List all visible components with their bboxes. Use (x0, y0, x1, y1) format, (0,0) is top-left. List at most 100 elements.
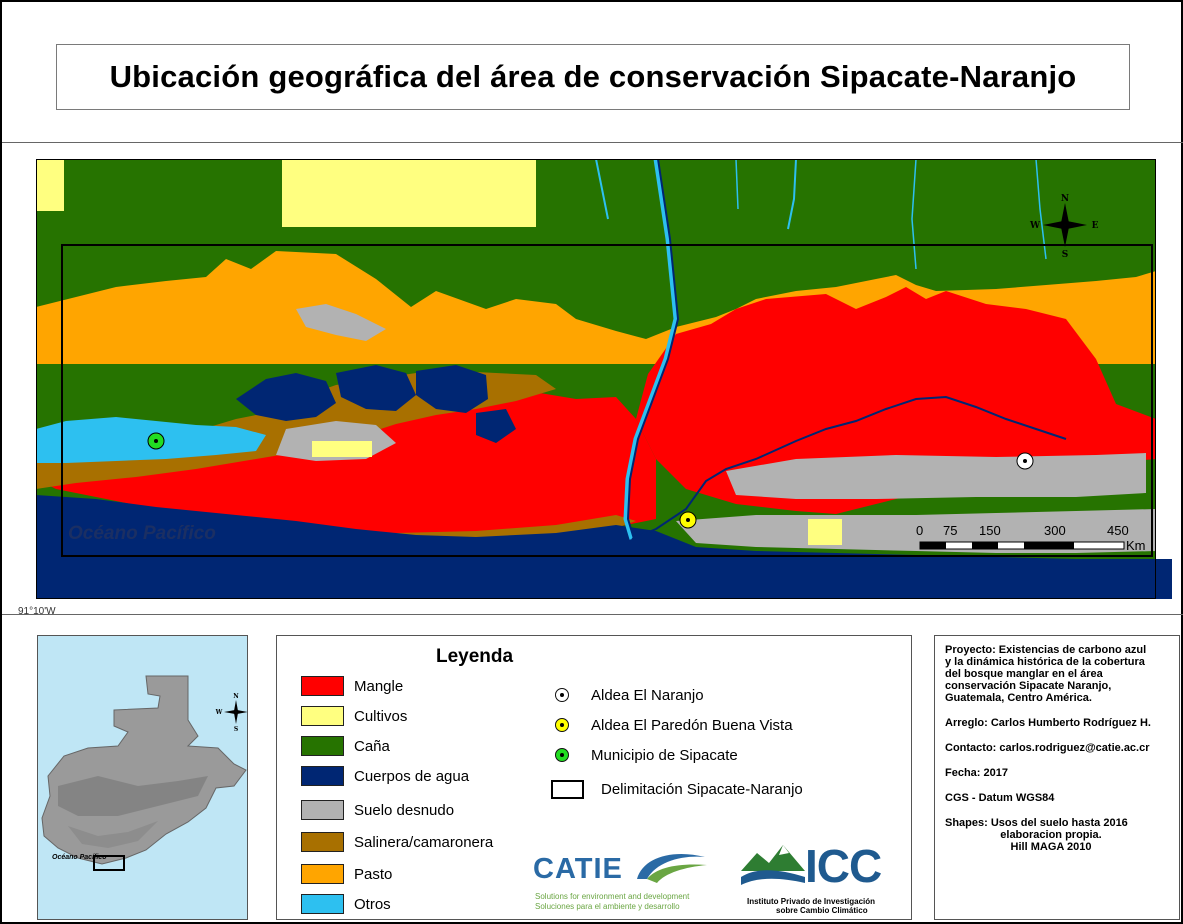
legend-label-paredon: Aldea El Paredón Buena Vista (591, 716, 793, 734)
agua-lagoon-4 (476, 409, 516, 443)
icc-tagline-1: Instituto Privado de Investigación (747, 897, 876, 906)
tributary-4 (911, 159, 917, 270)
legend-class-cultivos: Cultivos (301, 706, 407, 726)
boundary-sipacate-naranjo (61, 244, 1153, 557)
map-frame-bottom (2, 614, 1183, 615)
point-naranjo (1016, 452, 1034, 470)
point-paredon (679, 511, 697, 529)
inset-arrow-w: W (215, 709, 223, 716)
info-shapes-2: elaboracion propia. (1000, 829, 1102, 841)
scale-tick-0: 0 (916, 523, 924, 538)
agua-lagoon-1 (236, 373, 336, 421)
legend-title: Leyenda (436, 646, 514, 667)
tributary-3 (735, 159, 739, 210)
scale-tick-300: 300 (1044, 523, 1066, 538)
legend-label-naranjo: Aldea El Naranjo (591, 686, 704, 704)
catie-tagline-es: Soluciones para el ambiente y desarrollo (535, 902, 680, 911)
legend-class-salinera: Salinera/camaronera (301, 832, 493, 852)
legend-label-otros: Otros (354, 895, 391, 913)
info-project-5: Guatemala, Centro América. (945, 692, 1092, 704)
swatch-cana (301, 736, 344, 756)
swatch-mangle (301, 676, 344, 696)
inset-ocean-label: Océano Pacífico (52, 854, 107, 861)
catie-logo: CATIE Solutions for environment and deve… (529, 849, 714, 911)
scale-tick-150: 150 (979, 523, 1001, 538)
legend-point-paredon: Aldea El Paredón Buena Vista (555, 715, 793, 735)
map-neatline (36, 159, 1156, 599)
legend-label-pasto: Pasto (354, 865, 393, 883)
legend-boundary: Delimitación Sipacate-Naranjo (551, 779, 803, 799)
swatch-agua (301, 766, 344, 786)
map-title: Ubicación geográfica del área de conserv… (109, 59, 1077, 94)
point-paredon-icon (555, 718, 569, 732)
inset-map: N S W E Océano Pacífico (37, 635, 248, 920)
salinera-coast (36, 499, 636, 547)
map-edge-blank (1156, 159, 1172, 599)
river-meander (631, 395, 1067, 540)
legend-label-agua: Cuerpos de agua (354, 767, 470, 785)
legend-class-pasto: Pasto (301, 864, 392, 884)
point-sipacate (147, 432, 165, 450)
inset-study-area (93, 855, 125, 871)
legend-point-sipacate: Municipio de Sipacate (555, 745, 738, 765)
map-frame-top (2, 142, 1183, 143)
legend-class-suelo: Suelo desnudo (301, 800, 454, 820)
river-main-core (626, 159, 680, 540)
info-box: Proyecto: Existencias de carbono azul y … (934, 635, 1180, 920)
tributary-2 (787, 159, 797, 230)
relief-coast (68, 821, 158, 848)
info-project-3: del bosque manglar en el área (945, 668, 1103, 680)
land-cover-map: N S W E (36, 159, 1172, 599)
cultivos-area-4 (808, 519, 842, 545)
swatch-suelo (301, 800, 344, 820)
catie-logo-text: CATIE (533, 853, 623, 885)
guatemala-shape (41, 675, 247, 865)
info-contacto: Contacto: carlos.rodriguez@catie.ac.cr (945, 742, 1150, 754)
agua-lagoon-2 (336, 365, 416, 411)
legend-class-otros: Otros (301, 894, 391, 914)
point-sipacate-icon (555, 748, 569, 762)
legend-label-sipacate: Municipio de Sipacate (591, 746, 738, 764)
point-naranjo-icon (555, 688, 569, 702)
suelo-area-2 (726, 453, 1146, 499)
tributary-1 (595, 159, 609, 220)
info-cgs: CGS - Datum WGS84 (945, 792, 1055, 804)
legend-class-agua: Cuerpos de agua (301, 766, 469, 786)
catie-tagline-en: Solutions for environment and developmen… (535, 892, 690, 901)
legend-class-cana: Caña (301, 736, 390, 756)
info-shapes-3: Hill MAGA 2010 (1010, 841, 1092, 853)
swatch-pasto (301, 864, 344, 884)
info-fecha: Fecha: 2017 (945, 767, 1008, 779)
info-project-2: y la dinámica histórica de la cobertura (945, 656, 1145, 668)
tributary-5 (1035, 159, 1047, 260)
info-project-1: Proyecto: Existencias de carbono azul (945, 644, 1147, 656)
cultivos-area-3 (312, 441, 372, 457)
icc-logo: ICC Instituto Privado de Investigación s… (739, 833, 911, 915)
legend-label-boundary: Delimitación Sipacate-Naranjo (601, 780, 803, 798)
info-shapes-1: Shapes: Usos del suelo hasta 2016 (945, 817, 1128, 829)
inset-arrow-n: N (233, 693, 239, 700)
agua-lagoon-3 (416, 365, 488, 413)
ocean-label: Océano Pacífico (68, 523, 216, 544)
icc-tagline-2: sobre Cambio Climático (776, 906, 868, 915)
legend-point-naranjo: Aldea El Naranjo (555, 685, 704, 705)
legend-label-cultivos: Cultivos (354, 707, 408, 725)
boundary-swatch (551, 779, 584, 799)
swatch-otros (301, 894, 344, 914)
info-project-4: conservación Sipacate Naranjo, (945, 680, 1112, 692)
scale-tick-450: 450 (1107, 523, 1129, 538)
main-map: N S W E (36, 159, 1172, 599)
guatemala-relief: N S W E (41, 675, 247, 871)
north-arrow-e: E (1092, 221, 1099, 231)
relief-highlands (58, 776, 208, 816)
inset-north-arrow-icon: N S W E (215, 693, 247, 733)
cultivos-area-2 (282, 159, 536, 227)
legend: Leyenda Mangle Cultivos Caña Cuerpos de … (276, 635, 912, 920)
legend-label-cana: Caña (354, 737, 390, 755)
title-box: Ubicación geográfica del área de conserv… (56, 44, 1130, 110)
icc-logo-text: ICC (805, 840, 882, 892)
river-main (623, 159, 679, 540)
north-arrow-s: S (1062, 250, 1069, 260)
catie-swoosh-icon (637, 853, 707, 883)
